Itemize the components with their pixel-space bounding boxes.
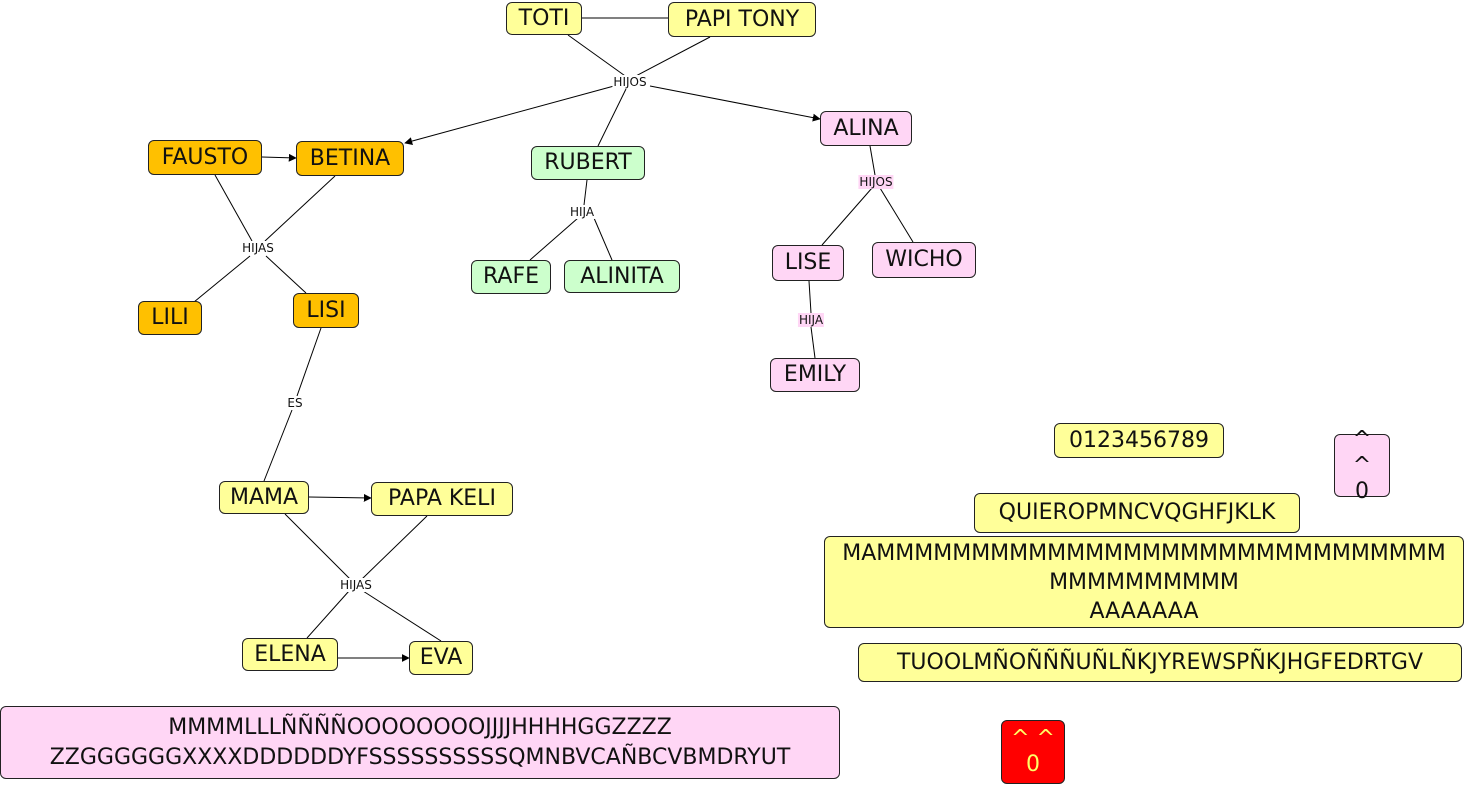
node-lili[interactable]: LILI: [138, 301, 202, 335]
edge-alina-hijos: [869, 145, 876, 176]
node-face-red[interactable]: ^ ^ 0: [1001, 720, 1065, 784]
edge-label-es: ES: [286, 396, 304, 410]
edge-hijos-lise: [821, 187, 873, 246]
edge-lisi-es: [296, 327, 322, 397]
edge-hijos-betina: [404, 85, 615, 145]
node-mam-block[interactable]: MAMMMMMMMMMMMMMMMMMMMMMMMMMMMMMM MMMMMMM…: [824, 536, 1464, 628]
node-elena[interactable]: ELENA: [242, 638, 338, 671]
node-mmmm-block[interactable]: MMMMLLLÑÑÑÑOOOOOOOOJJJJHHHHGGZZZZ ZZGGGG…: [0, 706, 840, 779]
edge-betina-hijas: [264, 175, 336, 242]
node-wicho[interactable]: WICHO: [872, 242, 976, 278]
edge-label-hijas-mama: HIJAS: [339, 578, 373, 592]
edge-hija-rafe: [529, 217, 579, 261]
edge-hija-emily: [810, 326, 816, 359]
node-papi-tony[interactable]: PAPI TONY: [668, 2, 816, 37]
node-papa-keli[interactable]: PAPA KELI: [371, 482, 513, 516]
node-tuool[interactable]: TUOOLMÑOÑÑÑUÑLÑKJYREWSPÑKJHGFEDRTGV: [858, 643, 1462, 682]
edge-rubert-hija: [583, 179, 588, 206]
node-quiero[interactable]: QUIEROPMNCVQGHFJKLK: [974, 493, 1300, 533]
edge-hijas-eva: [362, 590, 442, 642]
node-alinita[interactable]: ALINITA: [564, 260, 680, 293]
edge-toti-hijos: [567, 34, 629, 79]
edge-hijos-wicho: [879, 187, 914, 243]
node-face-pink[interactable]: ^ ^ 0: [1334, 427, 1390, 504]
edge-label-hija-lise: HIJA: [797, 313, 825, 327]
node-betina[interactable]: BETINA: [296, 141, 404, 176]
edge-papi-hijos: [631, 36, 711, 79]
edge-mama-papa: [308, 493, 372, 502]
node-digits[interactable]: 0123456789: [1054, 423, 1224, 458]
edge-hija-alinita: [593, 217, 613, 261]
edge-hijas-lisi: [265, 255, 307, 294]
node-mama[interactable]: MAMA: [219, 481, 309, 514]
edge-lise-hija: [808, 280, 812, 314]
edge-label-hija: HIJA: [568, 205, 596, 219]
edge-hijos-rubert: [597, 88, 627, 147]
node-rafe[interactable]: RAFE: [471, 260, 551, 294]
edge-label-hijos-alina: HIJOS: [858, 175, 894, 189]
node-toti[interactable]: TOTI: [506, 2, 582, 35]
edge-label-hijas: HIJAS: [241, 241, 275, 255]
node-fausto[interactable]: FAUSTO: [148, 140, 262, 175]
edge-fausto-hijas: [214, 174, 253, 242]
edge-mama-hijas: [284, 513, 351, 580]
node-emily[interactable]: EMILY: [770, 358, 860, 392]
edge-fausto-betina: [261, 153, 297, 162]
edge-hijas-elena: [306, 590, 350, 639]
node-eva[interactable]: EVA: [409, 641, 473, 675]
node-rubert[interactable]: RUBERT: [531, 146, 645, 180]
node-lisi[interactable]: LISI: [293, 293, 359, 328]
edge-label-hijos: HIJOS: [612, 75, 648, 89]
node-lise[interactable]: LISE: [772, 245, 844, 281]
edge-hijas-lili: [193, 255, 251, 303]
node-alina[interactable]: ALINA: [820, 111, 912, 146]
edge-papa-hijas: [361, 515, 428, 580]
edge-es-mama: [263, 409, 293, 482]
edge-hijos-alina: [649, 85, 821, 122]
